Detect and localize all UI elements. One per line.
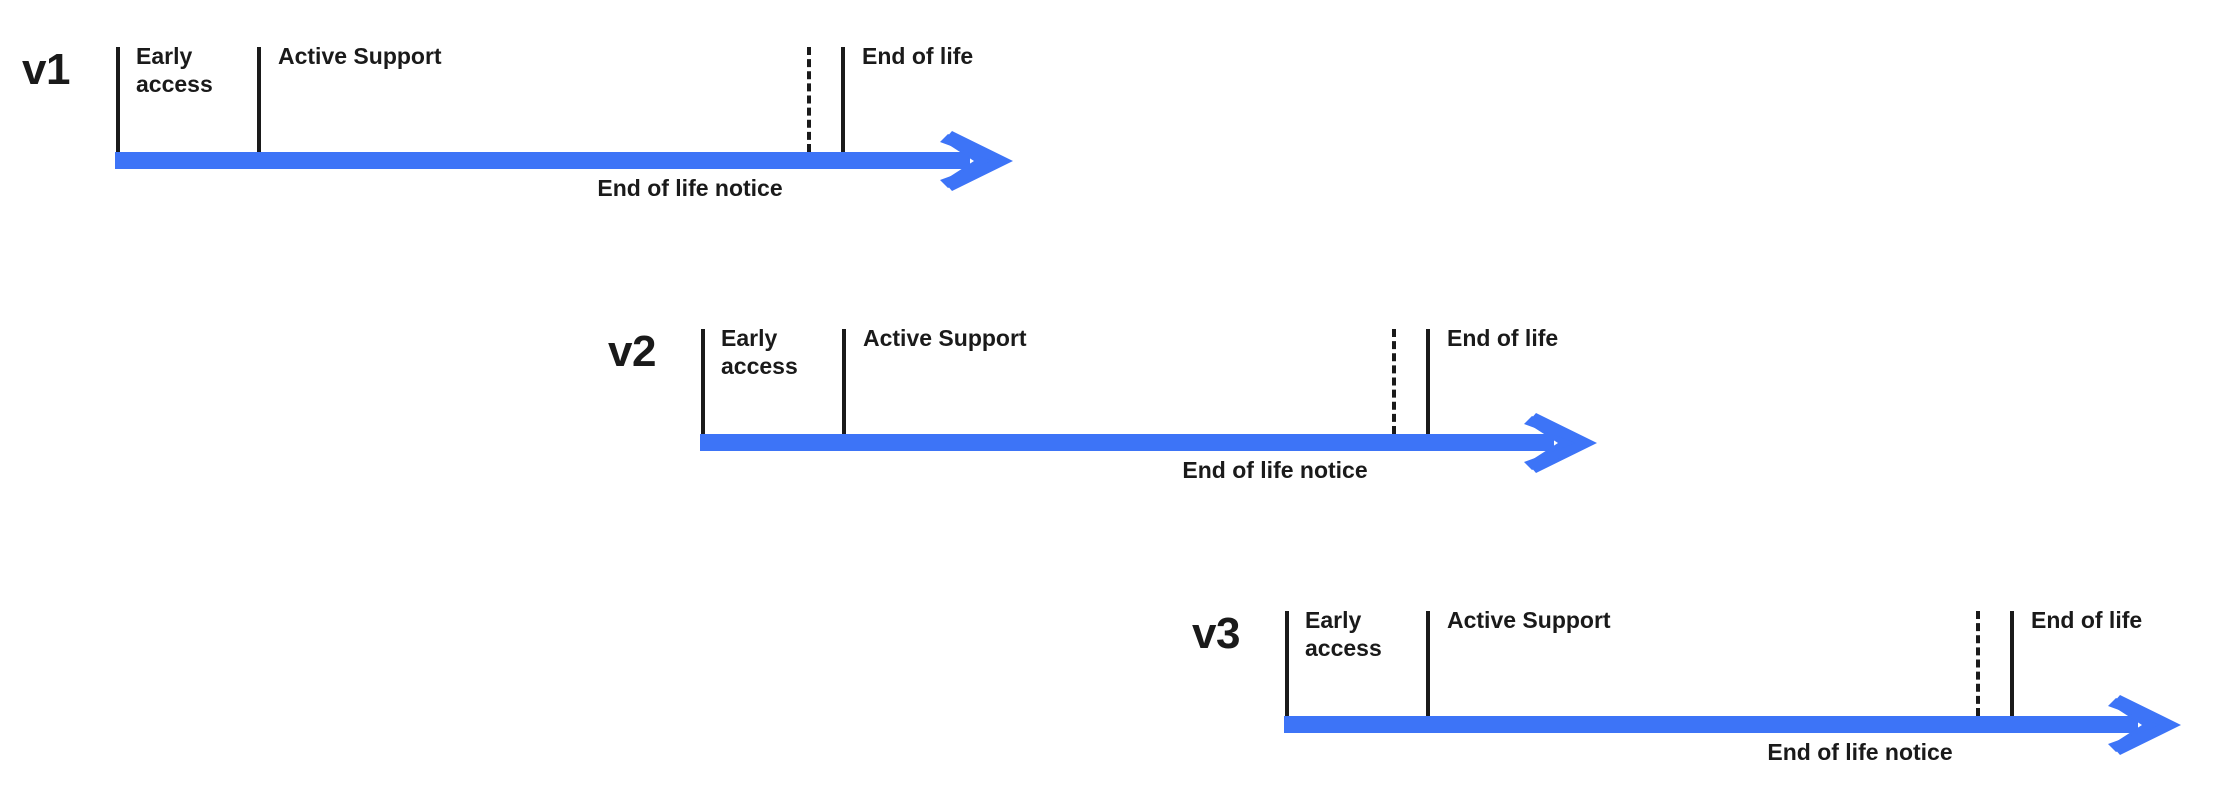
timeline-track xyxy=(700,434,1554,451)
end-of-life-notice-label: End of life notice xyxy=(1182,457,1368,483)
phase-label: Active Support xyxy=(1447,607,1611,633)
version-label-v2: v2 xyxy=(608,327,656,376)
phase-divider xyxy=(841,47,845,152)
phase-label: Early access xyxy=(721,325,798,379)
timeline-arrowhead-icon xyxy=(2090,692,2184,758)
end-of-life-notice-divider xyxy=(807,47,811,152)
phase-divider xyxy=(2010,611,2014,716)
phase-divider xyxy=(257,47,261,152)
phase-label: Active Support xyxy=(863,325,1027,351)
end-of-life-notice-divider xyxy=(1392,329,1396,434)
phase-divider xyxy=(1426,329,1430,434)
phase-label: End of life xyxy=(1447,325,1559,351)
phase-label: End of life xyxy=(862,43,974,69)
version-label-v3: v3 xyxy=(1192,609,1240,658)
phase-divider xyxy=(116,47,120,152)
phase-divider xyxy=(701,329,705,434)
timeline-arrowhead-icon xyxy=(1506,410,1600,476)
phase-divider xyxy=(1426,611,1430,716)
phase-label: End of life xyxy=(2031,607,2143,633)
timeline-arrowhead-icon xyxy=(922,128,1016,194)
end-of-life-notice-label: End of life notice xyxy=(1767,739,1953,765)
version-label-v1: v1 xyxy=(22,45,70,94)
end-of-life-notice-label: End of life notice xyxy=(597,175,783,201)
phase-label: Active Support xyxy=(278,43,442,69)
timeline-track xyxy=(1284,716,2138,733)
timeline-track xyxy=(115,152,970,169)
phase-label: Early access xyxy=(136,43,213,97)
phase-label: Early access xyxy=(1305,607,1382,661)
end-of-life-notice-divider xyxy=(1976,611,1980,716)
phase-divider xyxy=(1285,611,1289,716)
phase-divider xyxy=(842,329,846,434)
